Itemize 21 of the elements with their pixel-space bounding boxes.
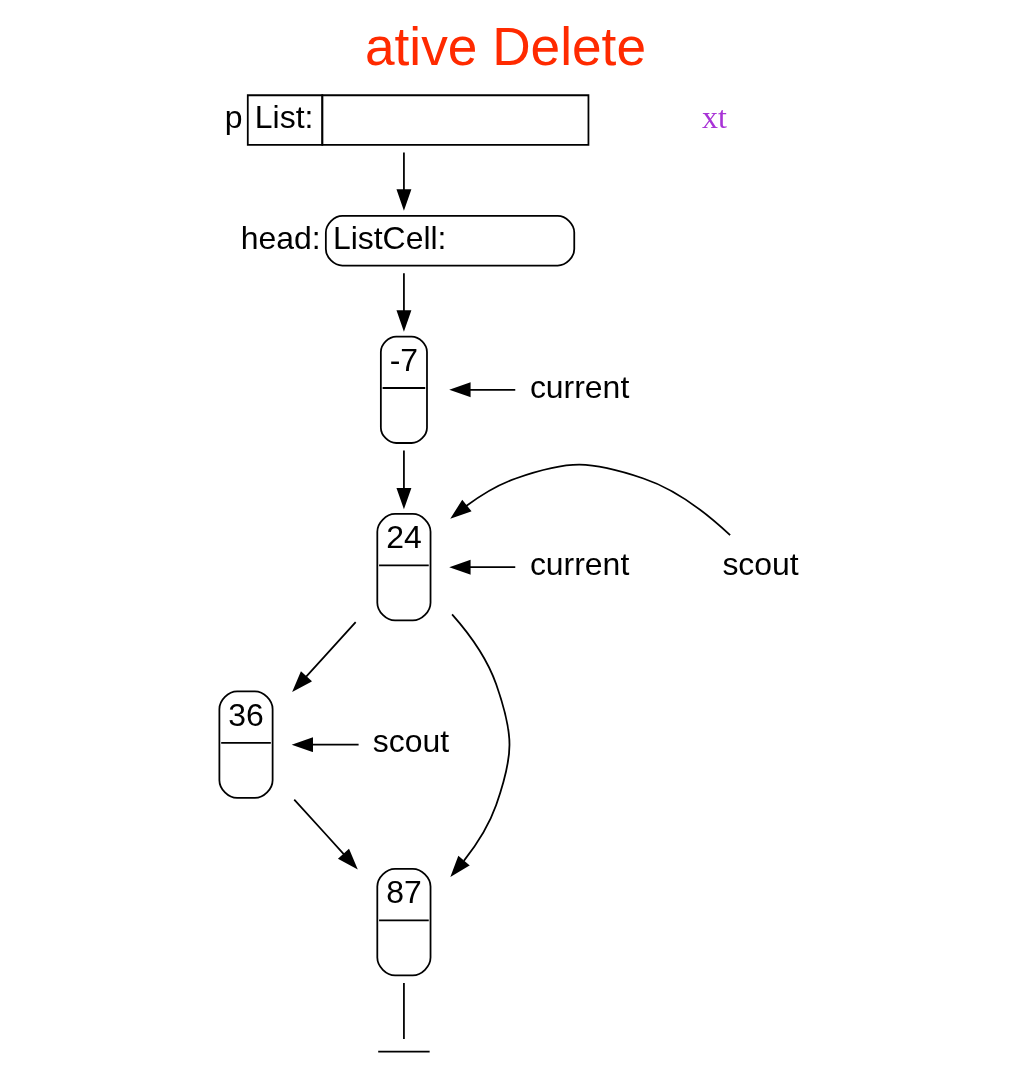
- connector: [402, 982, 405, 1040]
- arrow: [291, 621, 357, 693]
- node-text: current: [529, 368, 629, 405]
- arrow: [291, 737, 359, 753]
- arrow: [449, 463, 731, 537]
- arrow: [292, 798, 358, 870]
- arrow: [395, 449, 411, 510]
- arrow: [449, 613, 510, 877]
- node-text: current: [529, 546, 629, 583]
- node-label: head:: [240, 219, 321, 256]
- arrow: [448, 382, 516, 398]
- node-box: ListCell:: [324, 215, 575, 267]
- node-ground: [376, 1050, 431, 1053]
- arrow: [395, 151, 411, 211]
- diagram-title: ative Delete: [364, 17, 646, 77]
- arrow: [448, 559, 516, 575]
- node-text: scout: [721, 546, 799, 583]
- label: xt: [701, 99, 727, 135]
- arrow: [395, 272, 411, 332]
- node-label: p: [224, 98, 242, 135]
- node-text: scout: [372, 723, 449, 760]
